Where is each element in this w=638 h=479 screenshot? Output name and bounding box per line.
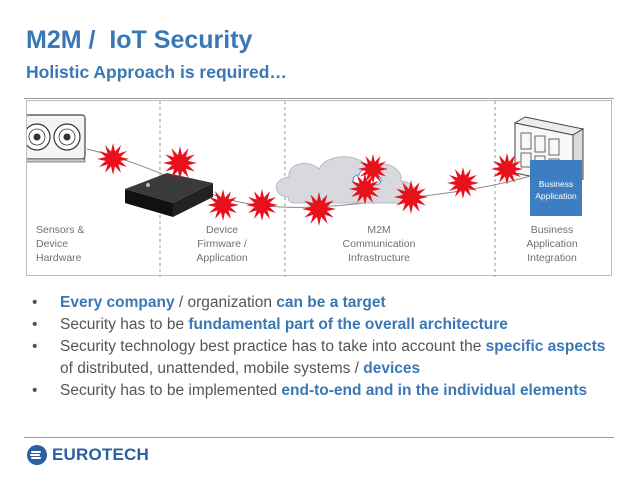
attack-burst-icon bbox=[358, 154, 388, 184]
cloud-icon bbox=[275, 156, 416, 204]
logo-text: EUROTECH bbox=[52, 445, 149, 464]
bullet-text: Security technology best practice has to… bbox=[60, 338, 486, 355]
attack-burst-icon bbox=[207, 189, 239, 221]
column-label-firmware: Device Firmware / Application bbox=[196, 224, 248, 264]
eurotech-logo-icon bbox=[27, 445, 47, 465]
bullet-item: Security technology best practice has to… bbox=[30, 336, 610, 380]
column-label-integration: Business Application Integration bbox=[526, 224, 578, 264]
bullet-highlight: end-to-end and in the individual element… bbox=[281, 382, 588, 399]
eurotech-logo: EUROTECH bbox=[26, 444, 149, 466]
footer-divider bbox=[24, 437, 614, 438]
column-label-sensors: Sensors & Device Hardware bbox=[36, 224, 85, 264]
bullet-text: Security has to be implemented bbox=[60, 382, 282, 399]
attack-burst-icon bbox=[246, 189, 278, 221]
bullet-item: Security has to be fundamental part of t… bbox=[30, 314, 610, 336]
bullet-highlight: devices bbox=[363, 360, 421, 377]
attack-burst-icon bbox=[394, 180, 428, 214]
bullet-item: Every company / organization can be a ta… bbox=[30, 292, 610, 314]
bullet-text: Security has to be bbox=[60, 316, 189, 333]
attack-burst-icon bbox=[302, 192, 336, 226]
attack-burst-icon bbox=[97, 143, 129, 175]
bullet-text: / organization bbox=[174, 294, 277, 311]
air-conditioner-icon bbox=[27, 114, 86, 163]
attack-burst-icon bbox=[349, 173, 381, 205]
gateway-device-icon bbox=[125, 173, 213, 217]
attack-burst-icon bbox=[163, 146, 197, 180]
bullet-item: Security has to be implemented end-to-en… bbox=[30, 380, 610, 402]
bullet-highlight: can be a target bbox=[276, 294, 386, 311]
title-divider bbox=[24, 98, 614, 99]
bullet-highlight: specific aspects bbox=[485, 338, 606, 355]
page-subtitle: Holistic Approach is required… bbox=[26, 62, 287, 82]
column-label-communication: M2M Communication Infrastructure bbox=[342, 224, 416, 264]
bullet-highlight: fundamental part of the overall architec… bbox=[188, 316, 508, 333]
diagram-canvas bbox=[27, 101, 585, 277]
attack-burst-icon bbox=[447, 167, 479, 199]
page-title: M2M / IoT Security bbox=[26, 26, 253, 54]
iot-architecture-diagram bbox=[26, 100, 612, 277]
business-application-box: Business Application bbox=[530, 160, 582, 216]
bullet-text: of distributed, unattended, mobile syste… bbox=[60, 360, 364, 377]
bullet-highlight: Every company bbox=[60, 294, 175, 311]
attack-burst-icon bbox=[491, 153, 523, 185]
bullet-list: Every company / organization can be a ta… bbox=[30, 292, 610, 402]
